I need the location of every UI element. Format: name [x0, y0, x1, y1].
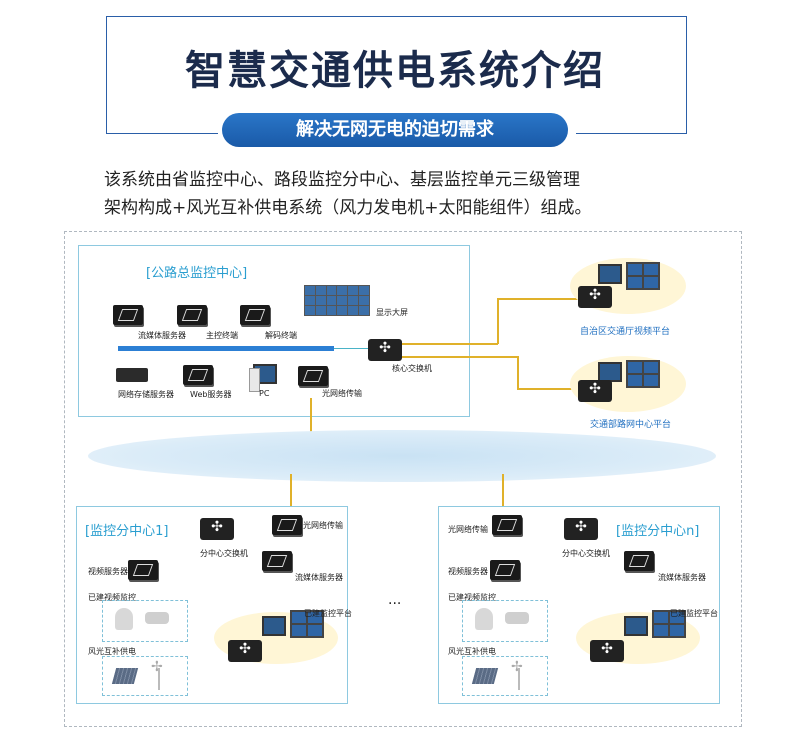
- link-to-ministry-v: [517, 356, 519, 389]
- sub-right-switch-icon: [564, 518, 598, 540]
- sub-left-power-box: [102, 656, 188, 696]
- ministry-switch-icon: [578, 380, 612, 402]
- sub-left-cam-label: 已建视频监控: [88, 593, 136, 602]
- link-to-ministry-h: [402, 356, 518, 358]
- dome-camera-icon: [115, 608, 133, 630]
- sub-left-pc-icon: [262, 616, 286, 636]
- sub-left-switch-icon: [200, 518, 234, 540]
- solar-panel-icon: [111, 668, 139, 684]
- bullet-camera-icon: [505, 612, 529, 624]
- bus-link: [334, 348, 374, 349]
- decode-terminal-icon: [240, 305, 270, 325]
- ministry-platform-label: 交通部路网中心平台: [590, 420, 672, 430]
- web-server-icon: [183, 365, 213, 385]
- stream-server-icon: [113, 305, 143, 325]
- link-to-regional-top: [497, 298, 579, 300]
- sub-right-optical-icon: [492, 515, 522, 535]
- uplink-vertical: [310, 398, 312, 440]
- ministry-screen-icon: [626, 360, 660, 388]
- sub-right-screen-icon: [652, 610, 686, 638]
- control-terminal-icon: [177, 305, 207, 325]
- sub-left-power-label: 风光互补供电: [88, 647, 136, 656]
- sub-right-power-label: 风光互补供电: [448, 647, 496, 656]
- sub-right-pc-icon: [624, 616, 648, 636]
- dome-camera-icon: [475, 608, 493, 630]
- sub-right-power-box: [462, 656, 548, 696]
- downlink-right: [502, 474, 504, 516]
- sub-left-cam-box: [102, 600, 188, 642]
- sub-right-platform-label: 已建监控平台: [670, 609, 718, 618]
- center-box: [78, 245, 470, 417]
- center-title: [公路总监控中心]: [146, 266, 248, 281]
- sub-left-video-server-icon: [128, 560, 158, 580]
- network-cloud: [88, 430, 716, 482]
- sub-right-video-server-icon: [490, 560, 520, 580]
- sub-left-stream-icon: [262, 551, 292, 571]
- regional-pc-icon: [598, 264, 622, 284]
- pc-tower-icon: [249, 368, 260, 392]
- sub-left-optical-icon: [272, 515, 302, 535]
- optical-label: 光网络传输: [322, 389, 362, 398]
- regional-screen-icon: [626, 262, 660, 290]
- wind-turbine-icon: [151, 659, 163, 690]
- sub-left-platform-label: 已建监控平台: [304, 609, 352, 618]
- lan-bus: [118, 346, 334, 351]
- sub-left-keyboard-icon: [228, 640, 262, 662]
- link-to-ministry-bottom: [517, 388, 579, 390]
- nas-label: 网络存储服务器: [118, 390, 174, 399]
- display-label: 显示大屏: [376, 308, 408, 317]
- control-label: 主控终端: [206, 331, 238, 340]
- intro-line-2: 架构构成+风光互补供电系统（风力发电机+太阳能组件）组成。: [104, 198, 592, 218]
- solar-panel-icon: [471, 668, 499, 684]
- pc-label: PC: [259, 389, 270, 398]
- sub-right-switch-label: 分中心交换机: [562, 549, 610, 558]
- link-to-regional-v: [497, 298, 499, 344]
- sub-left-stream-label: 流媒体服务器: [295, 573, 343, 582]
- core-switch-icon: [368, 339, 402, 361]
- sub-right-video-label: 视频服务器: [448, 567, 488, 576]
- sub-right-cam-label: 已建视频监控: [448, 593, 496, 602]
- wind-turbine-icon: [511, 659, 523, 690]
- sub-right-cam-box: [462, 600, 548, 642]
- core-switch-label: 核心交换机: [392, 364, 432, 373]
- intro-line-1: 该系统由省监控中心、路段监控分中心、基层监控单元三级管理: [104, 170, 580, 190]
- sub-right-optical-label: 光网络传输: [448, 525, 488, 534]
- web-label: Web服务器: [190, 390, 232, 399]
- sub-left-screen-icon: [290, 610, 324, 638]
- sub-right-stream-icon: [624, 551, 654, 571]
- sub-left-switch-label: 分中心交换机: [200, 549, 248, 558]
- ministry-pc-icon: [598, 362, 622, 382]
- link-to-regional-h: [402, 343, 498, 345]
- sub-right-stream-label: 流媒体服务器: [658, 573, 706, 582]
- sub-right-keyboard-icon: [590, 640, 624, 662]
- sub-left-optical-label: 光网络传输: [303, 521, 343, 530]
- subtitle-badge: 解决无网无电的迫切需求: [222, 113, 568, 147]
- sub-right-title: [监控分中心n]: [616, 524, 700, 539]
- page-title: 智慧交通供电系统介绍: [185, 48, 605, 94]
- nas-icon: [116, 368, 148, 382]
- bullet-camera-icon: [145, 612, 169, 624]
- regional-platform-label: 自治区交通厅视频平台: [580, 327, 671, 337]
- display-wall-icon: [304, 285, 370, 316]
- stream-label: 流媒体服务器: [138, 331, 186, 340]
- intro-text: 该系统由省监控中心、路段监控分中心、基层监控单元三级管理 架构构成+风光互补供电…: [104, 166, 704, 222]
- decode-label: 解码终端: [265, 331, 297, 340]
- sub-left-title: [监控分中心1]: [85, 524, 169, 539]
- sub-left-video-label: 视频服务器: [88, 567, 128, 576]
- optical-transport-icon: [298, 366, 328, 386]
- regional-switch-icon: [578, 286, 612, 308]
- diagram-area: [64, 231, 742, 727]
- ellipsis: ...: [388, 592, 402, 608]
- downlink-left: [290, 474, 292, 516]
